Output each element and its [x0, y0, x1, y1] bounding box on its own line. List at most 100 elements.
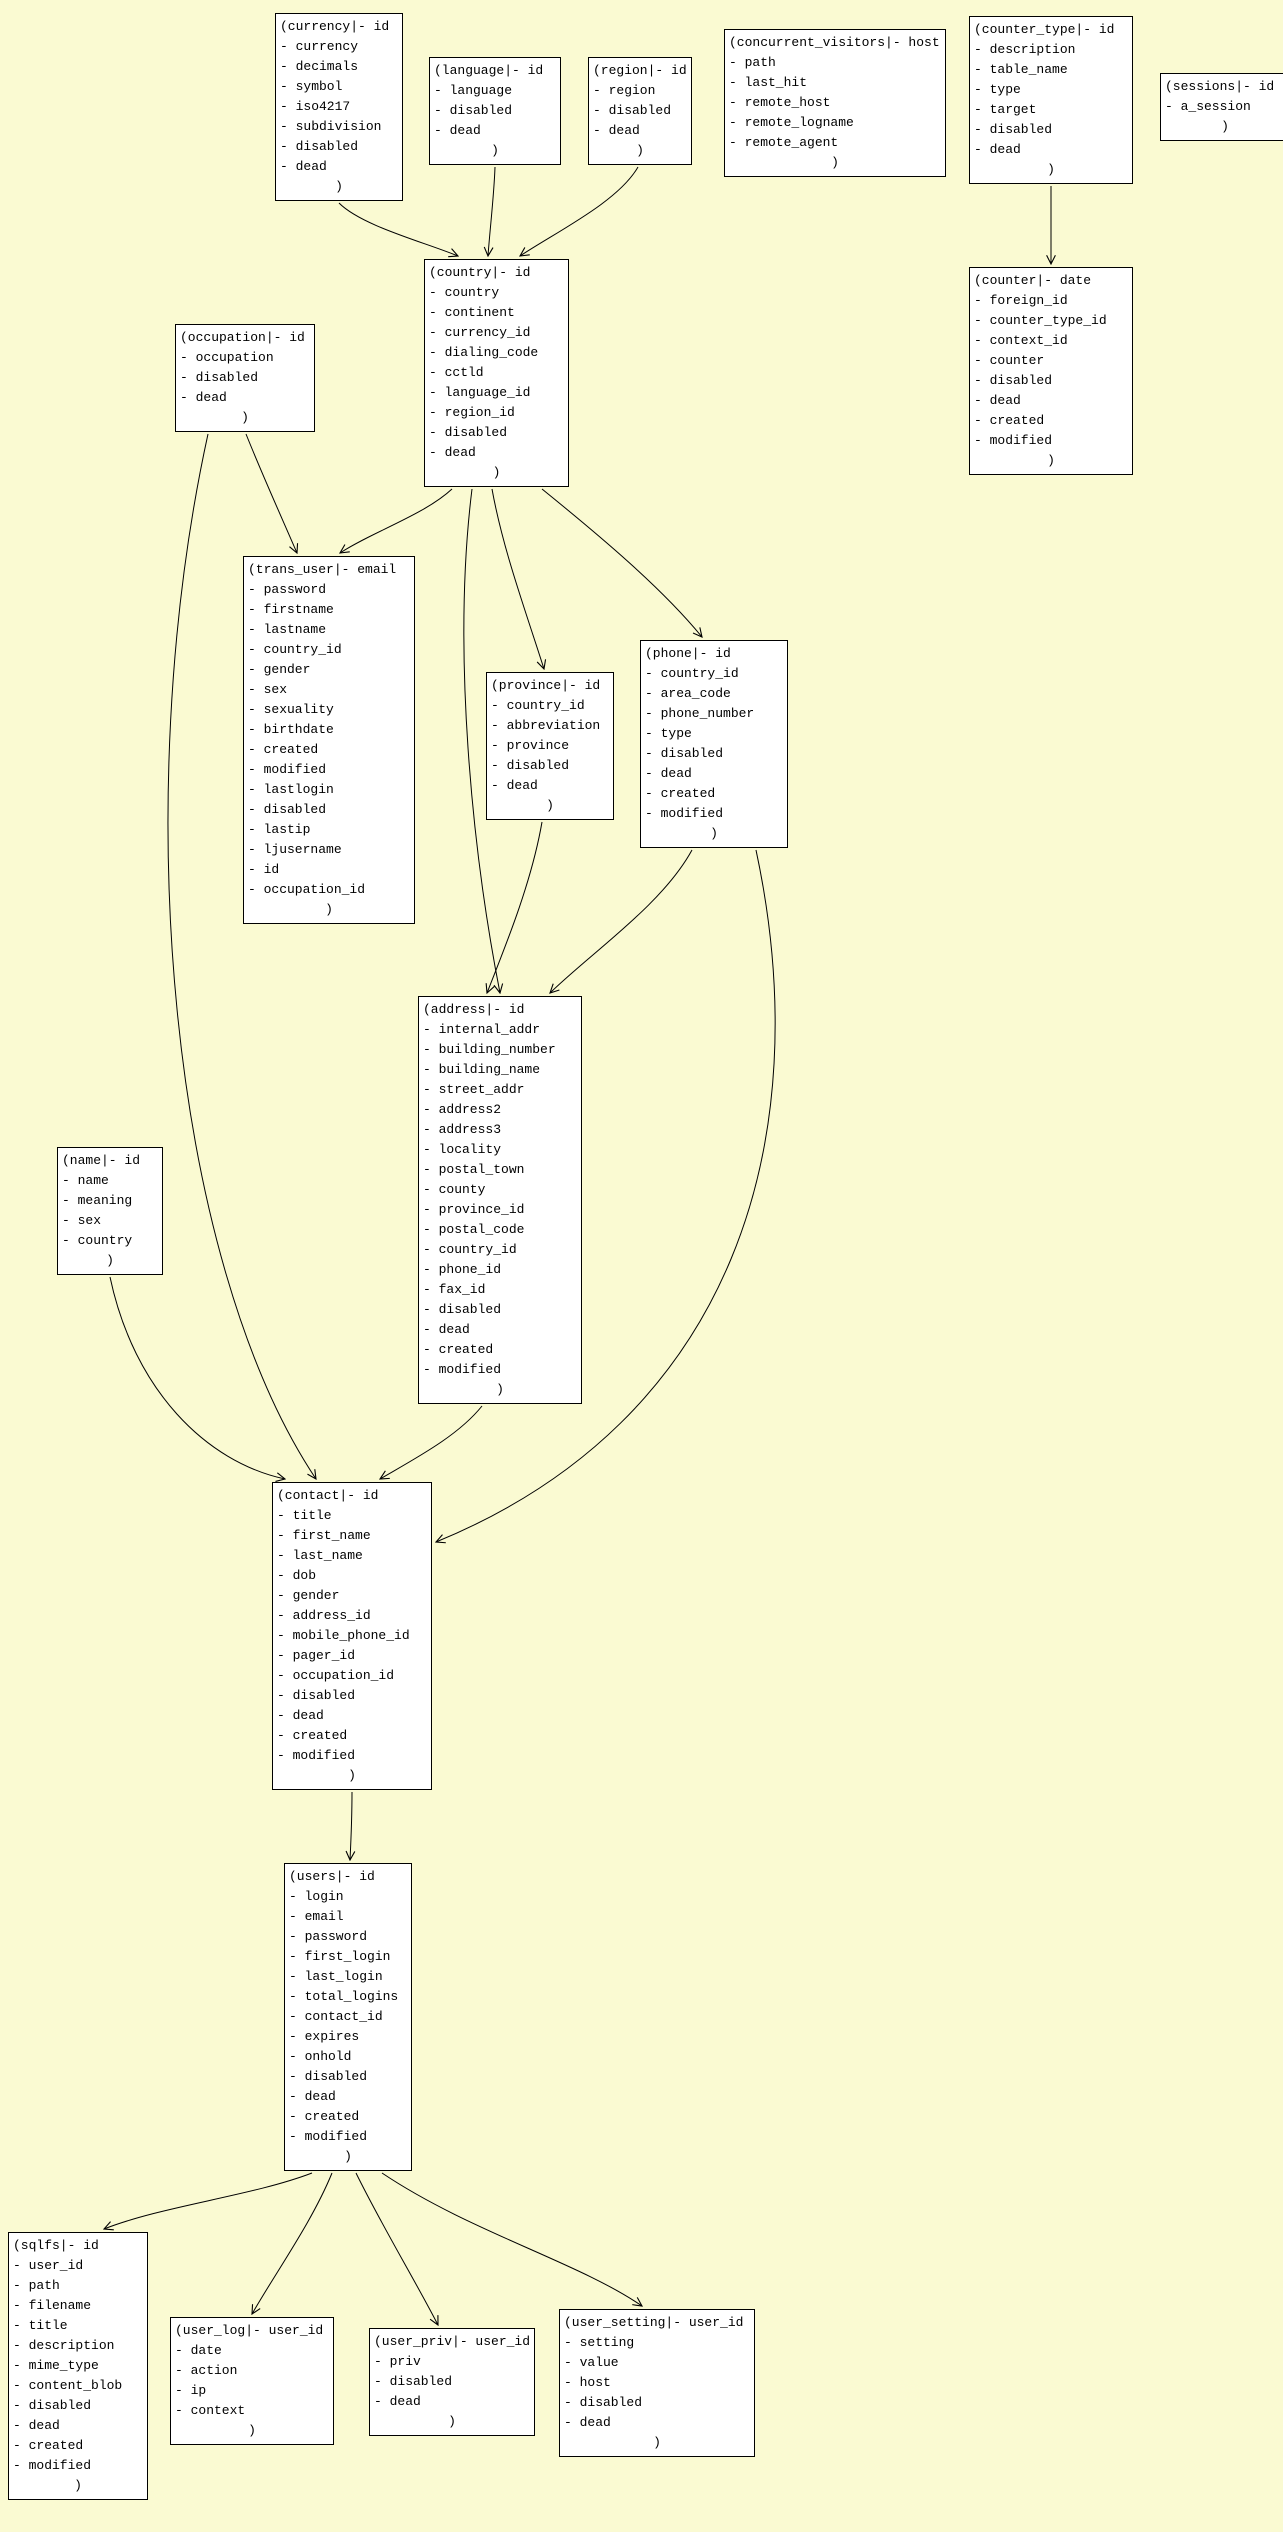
- table-field: - dead: [429, 445, 476, 460]
- table-title: (province|- id: [491, 678, 601, 693]
- table-field: - country_id: [491, 698, 585, 713]
- table-fields: - a_session: [1165, 97, 1283, 117]
- edge-users-user_log: [252, 2172, 333, 2314]
- table-country: (country|- id - country- continent- curr…: [424, 259, 569, 487]
- table-fields: - date- action- ip- context: [175, 2341, 329, 2421]
- table-field: - disabled: [180, 370, 259, 385]
- table-close: ): [325, 902, 333, 917]
- table-sqlfs: (sqlfs|- id - user_id- path- filename- t…: [8, 2232, 148, 2500]
- table-field: - value: [564, 2355, 619, 2370]
- edge-country-address: [463, 488, 500, 993]
- table-field: - context_id: [974, 333, 1068, 348]
- table-field: - postal_town: [423, 1162, 525, 1177]
- table-concurrent_visitors: (concurrent_visitors|- host - path- last…: [724, 29, 946, 177]
- table-field: - first_login: [289, 1949, 391, 1964]
- table-title: (counter_type|- id: [974, 22, 1115, 37]
- table-field: - internal_addr: [423, 1022, 541, 1037]
- table-fields: - region- disabled- dead: [593, 81, 687, 141]
- table-field: - total_logins: [289, 1989, 399, 2004]
- edge-phone-address: [550, 849, 693, 993]
- table-field: - modified: [645, 806, 724, 821]
- table-field: - disabled: [429, 425, 508, 440]
- table-title: (sessions|- id: [1165, 79, 1275, 94]
- table-close: ): [348, 1768, 356, 1783]
- edge-contact-users: [350, 1791, 352, 1860]
- table-field: - modified: [289, 2129, 368, 2144]
- table-field: - address_id: [277, 1608, 371, 1623]
- table-field: - table_name: [974, 62, 1068, 77]
- table-field: - cctld: [429, 365, 484, 380]
- table-field: - host: [564, 2375, 611, 2390]
- table-field: - user_id: [13, 2258, 84, 2273]
- table-field: - phone_id: [423, 1262, 502, 1277]
- table-title: (user_setting|- user_id: [564, 2315, 744, 2330]
- table-field: - date: [175, 2343, 222, 2358]
- table-fields: - setting- value- host- disabled- dead: [564, 2333, 750, 2433]
- table-field: - modified: [974, 433, 1053, 448]
- table-title: (counter|- date: [974, 273, 1092, 288]
- table-user_priv: (user_priv|- user_id - priv- disabled- d…: [369, 2328, 535, 2436]
- table-field: - mobile_phone_id: [277, 1628, 410, 1643]
- table-close: ): [546, 798, 554, 813]
- table-field: - country_id: [423, 1242, 517, 1257]
- table-field: - street_addr: [423, 1082, 525, 1097]
- table-title: (name|- id: [62, 1153, 141, 1168]
- table-language: (language|- id - language- disabled- dea…: [429, 57, 561, 165]
- table-field: - language: [434, 83, 513, 98]
- table-field: - password: [248, 582, 327, 597]
- table-field: - lastname: [248, 622, 327, 637]
- table-close: ): [248, 2423, 256, 2438]
- table-close: ): [636, 143, 644, 158]
- table-field: - path: [13, 2278, 60, 2293]
- table-field: - dead: [564, 2415, 611, 2430]
- table-field: - created: [248, 742, 319, 757]
- table-field: - remote_host: [729, 95, 831, 110]
- table-counter: (counter|- date - foreign_id- counter_ty…: [969, 267, 1133, 475]
- table-field: - language_id: [429, 385, 531, 400]
- table-field: - dead: [277, 1708, 324, 1723]
- table-field: - dead: [645, 766, 692, 781]
- table-title: (user_priv|- user_id: [374, 2334, 531, 2349]
- table-field: - birthdate: [248, 722, 334, 737]
- edge-country-phone: [541, 488, 702, 637]
- table-fields: - country_id- abbreviation- province- di…: [491, 696, 609, 796]
- table-field: - address2: [423, 1102, 502, 1117]
- table-title: (user_log|- user_id: [175, 2323, 324, 2338]
- table-field: - disabled: [277, 1688, 356, 1703]
- table-field: - counter_type_id: [974, 313, 1107, 328]
- table-close: ): [1047, 162, 1055, 177]
- table-fields: - login- email- password- first_login- l…: [289, 1887, 407, 2147]
- table-field: - fax_id: [423, 1282, 486, 1297]
- table-field: - sex: [248, 682, 288, 697]
- table-field: - id: [248, 862, 280, 877]
- table-close: ): [241, 410, 249, 425]
- edge-users-sqlfs: [104, 2172, 313, 2229]
- table-field: - firstname: [248, 602, 334, 617]
- table-field: - dead: [280, 159, 327, 174]
- table-field: - mime_type: [13, 2358, 99, 2373]
- table-close: ): [653, 2435, 661, 2450]
- edge-country-province: [491, 488, 544, 669]
- table-field: - disabled: [434, 103, 513, 118]
- table-field: - dead: [434, 123, 481, 138]
- table-field: - content_blob: [13, 2378, 123, 2393]
- table-field: - modified: [248, 762, 327, 777]
- table-field: - occupation: [180, 350, 274, 365]
- table-field: - region: [593, 83, 656, 98]
- table-field: - building_number: [423, 1042, 556, 1057]
- table-field: - occupation_id: [277, 1668, 395, 1683]
- table-field: - disabled: [974, 122, 1053, 137]
- table-field: - description: [13, 2338, 115, 2353]
- table-field: - disabled: [423, 1302, 502, 1317]
- table-counter_type: (counter_type|- id - description- table_…: [969, 16, 1133, 184]
- table-fields: - path- last_hit- remote_host- remote_lo…: [729, 53, 941, 153]
- table-fields: - priv- disabled- dead: [374, 2352, 530, 2412]
- table-field: - created: [645, 786, 716, 801]
- table-field: - subdivision: [280, 119, 382, 134]
- table-close: ): [710, 826, 718, 841]
- table-field: - dead: [423, 1322, 470, 1337]
- table-field: - ljusername: [248, 842, 342, 857]
- table-field: - disabled: [491, 758, 570, 773]
- table-title: (region|- id: [593, 63, 687, 78]
- table-field: - dead: [974, 142, 1021, 157]
